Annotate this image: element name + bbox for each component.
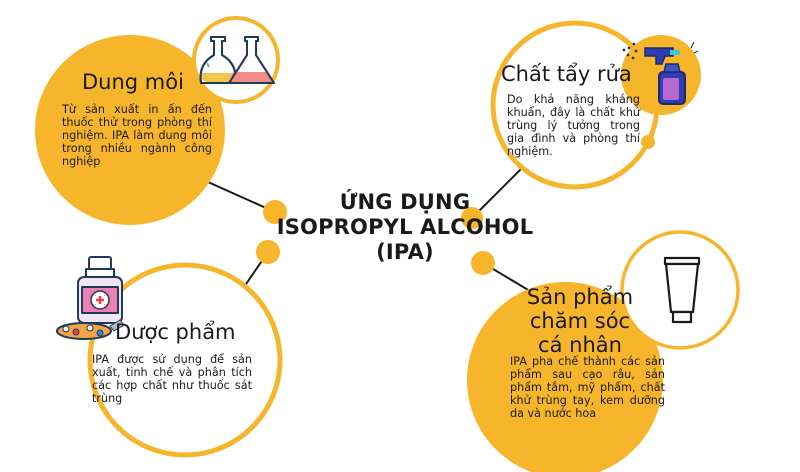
main-title: ỨNG DỤNG ISOPROPYL ALCOHOL (IPA) bbox=[255, 190, 555, 265]
solvent-body: Từ sản xuất in ấn đến thuốc thử trong ph… bbox=[62, 103, 212, 168]
personal-care-title: Sản phẩm chăm sóc cá nhân bbox=[520, 285, 640, 357]
spray-bottle-icon bbox=[622, 41, 699, 105]
main-title-line: ISOPROPYL ALCOHOL bbox=[276, 215, 534, 239]
cleaner-title: Chất tẩy rửa bbox=[501, 62, 632, 86]
dot-cleaner-small bbox=[641, 135, 655, 149]
solvent-circle bbox=[35, 35, 225, 225]
pharma-title: Dược phẩm bbox=[115, 320, 236, 344]
solvent-title: Dung môi bbox=[82, 70, 184, 94]
personal-care-title-line: chăm sóc bbox=[529, 309, 631, 333]
dot-solvent bbox=[263, 200, 287, 224]
main-title-line: (IPA) bbox=[376, 240, 434, 264]
connector-dots bbox=[256, 135, 655, 275]
main-circles bbox=[35, 20, 663, 472]
pharma-body: IPA được sử dụng để sản xuất, tinh chế v… bbox=[92, 353, 252, 405]
dot-pharma bbox=[256, 240, 280, 264]
dot-cleaner bbox=[461, 207, 483, 229]
cream-tube-icon bbox=[663, 256, 701, 324]
medicine-bottle-icon bbox=[56, 256, 125, 340]
main-title-line: ỨNG DỤNG bbox=[339, 190, 471, 214]
personal-care-circle bbox=[467, 282, 663, 472]
personal-care-title-line: cá nhân bbox=[538, 333, 622, 357]
personal-care-title-line: Sản phẩm bbox=[526, 285, 634, 309]
lab-flasks-icon bbox=[199, 36, 275, 84]
dot-personal-care bbox=[471, 251, 495, 275]
pharma-circle bbox=[87, 262, 283, 458]
personal-care-body: IPA pha chế thành các sản phẩm sau cạo r… bbox=[510, 355, 665, 420]
cleaner-body: Do khả năng kháng khuẩn, đây là chất khử… bbox=[507, 93, 640, 158]
